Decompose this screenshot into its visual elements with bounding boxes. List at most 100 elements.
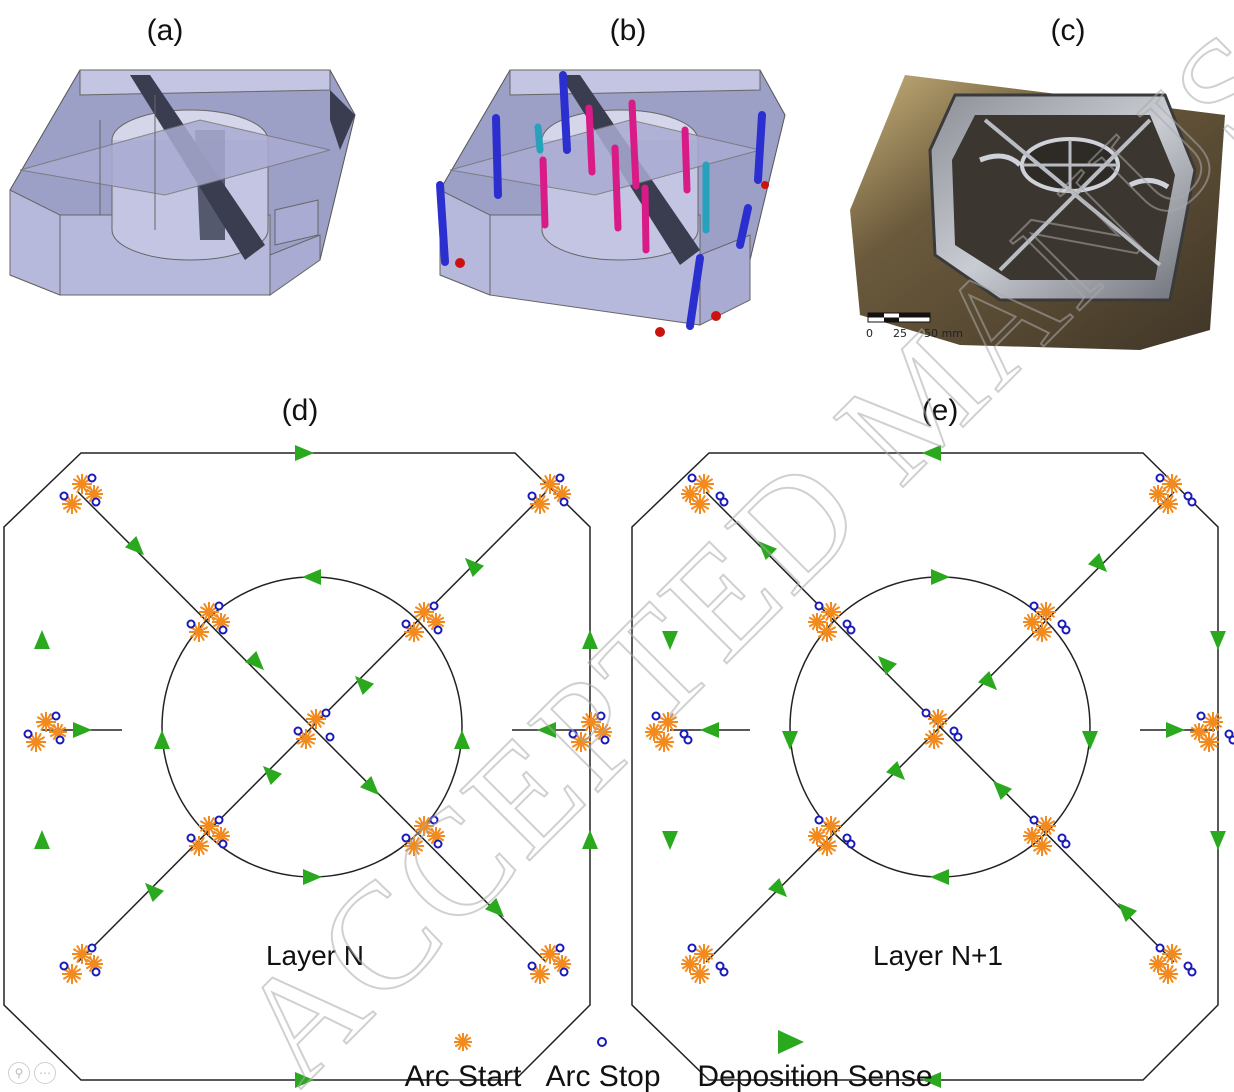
arc-start-marker — [690, 964, 710, 984]
arc-start-marker — [1199, 732, 1219, 752]
arc-stop-marker — [1196, 711, 1206, 721]
arc-start-marker — [571, 732, 591, 752]
arc-start-marker — [654, 732, 674, 752]
arc-start-core — [696, 500, 704, 508]
arc-start-marker — [189, 836, 209, 856]
panel-label-c: (c) — [1051, 14, 1086, 47]
arc-start-marker — [1190, 723, 1208, 741]
more-icon[interactable]: ⋯ — [34, 1062, 56, 1084]
arc-stop-marker — [51, 711, 61, 721]
deposition-arrow — [757, 540, 778, 561]
legend: Arc Start Arc Stop Deposition Sense — [405, 1030, 933, 1092]
deposition-arrow — [1166, 722, 1185, 738]
arc-start-core — [42, 718, 50, 726]
arc-stop-marker — [715, 491, 725, 501]
arc-start-marker — [1158, 494, 1178, 514]
arc-start-marker — [1162, 474, 1182, 494]
panel-c-photo: 0 25 50 mm — [850, 75, 1225, 350]
arc-start-core — [827, 608, 835, 616]
deposition-arrow — [782, 731, 798, 750]
arc-start-marker — [1162, 944, 1182, 964]
deposition-arrow — [662, 631, 678, 650]
deposition-arrow — [454, 730, 470, 749]
arc-start-core — [68, 970, 76, 978]
deposition-arrow — [767, 877, 788, 898]
arc-stop-marker — [23, 729, 33, 739]
magnifier-icon[interactable]: ⚲ — [8, 1062, 30, 1084]
panel-label-b: (b) — [610, 14, 647, 47]
arc-stop-marker — [1224, 729, 1234, 739]
arc-start-core — [546, 480, 554, 488]
arc-stop-marker — [1029, 815, 1039, 825]
arc-start-marker — [199, 602, 219, 622]
panel-label-d: (d) — [282, 394, 319, 427]
arc-start-core — [78, 950, 86, 958]
deposition-arrow — [359, 775, 380, 796]
scale-tick-25: 25 — [893, 327, 907, 340]
arc-stop-marker — [846, 625, 856, 635]
deposition-arrow — [295, 1072, 314, 1088]
deposition-arrow — [992, 780, 1013, 801]
arc-start-core — [558, 960, 566, 968]
arc-start-core — [312, 715, 320, 723]
deposition-arrow — [1082, 731, 1098, 750]
arc-stop-marker — [683, 735, 693, 745]
arc-start-core — [54, 728, 62, 736]
arc-stop-marker — [429, 601, 439, 611]
arc-start-core — [1038, 628, 1046, 636]
arc-start-marker — [817, 622, 837, 642]
arc-start-marker — [694, 474, 714, 494]
arc-stop-marker — [715, 961, 725, 971]
arc-start-core — [700, 950, 708, 958]
diagonal-path — [705, 491, 1175, 963]
arc-stop-marker — [814, 601, 824, 611]
deposition-arrow — [1210, 631, 1226, 650]
arc-start-marker — [1149, 485, 1167, 503]
legend-arc-stop-label: Arc Stop — [545, 1060, 660, 1092]
arc-stop-marker — [401, 833, 411, 843]
arc-start-marker — [681, 955, 699, 973]
arc-stop-marker — [1155, 473, 1165, 483]
arc-start-marker — [1036, 816, 1056, 836]
deposition-arrow — [354, 675, 375, 696]
arc-start-core — [577, 738, 585, 746]
arc-start-core — [410, 628, 418, 636]
arc-stop-marker — [59, 491, 69, 501]
arc-start-core — [195, 628, 203, 636]
arc-stop-marker — [559, 497, 569, 507]
arc-stop-marker — [842, 833, 852, 843]
arc-start-core — [1205, 738, 1213, 746]
arc-start-core — [1168, 950, 1176, 958]
arc-stop-marker — [1061, 625, 1071, 635]
deposition-arrow — [977, 670, 998, 691]
arc-start-marker — [924, 729, 944, 749]
deposition-arrow — [930, 869, 949, 885]
arc-stop-marker — [1187, 967, 1197, 977]
arc-start-marker — [690, 494, 710, 514]
panel-b-cad-with-tracks — [436, 69, 786, 337]
arc-stop-marker — [186, 619, 196, 629]
deposition-arrow — [303, 869, 322, 885]
arc-start-core — [1028, 832, 1036, 840]
arc-stop-marker — [679, 729, 689, 739]
arc-stop-marker — [921, 708, 931, 718]
arc-start-marker — [817, 836, 837, 856]
arc-start-marker — [404, 622, 424, 642]
arc-start-core — [827, 822, 835, 830]
arc-start-core — [1164, 970, 1172, 978]
arc-start-marker — [189, 622, 209, 642]
arc-start-marker — [1149, 955, 1167, 973]
arc-stop-marker — [1061, 839, 1071, 849]
arc-stop-marker — [568, 729, 578, 739]
arc-stop-marker — [1183, 491, 1193, 501]
arc-start-core — [68, 500, 76, 508]
arc-start-marker — [306, 709, 326, 729]
arc-stop-marker — [59, 961, 69, 971]
arc-stop-marker — [1057, 833, 1067, 843]
deposition-arrow — [582, 630, 598, 649]
arc-stop-marker — [559, 967, 569, 977]
arc-stop-marker — [87, 943, 97, 953]
arc-start-marker — [821, 602, 841, 622]
arc-stop-marker — [814, 815, 824, 825]
arc-start-core — [217, 618, 225, 626]
